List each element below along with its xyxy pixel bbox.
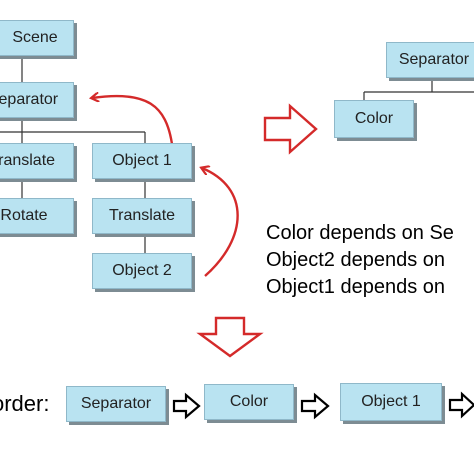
node-right-separator: Separator [386, 42, 474, 78]
dependency-line-3: Object1 depends on [266, 276, 446, 298]
node-translate-left: Translate [0, 143, 74, 179]
node-object2: Object 2 [92, 253, 192, 289]
red-arrow-object2-to-object1 [202, 168, 239, 277]
dependency-line-2: Object2 depends on [266, 249, 446, 271]
order-step-separator: Separator [66, 386, 166, 422]
node-translate-right: Translate [92, 198, 192, 234]
order-step-object1: Object 1 [340, 383, 442, 421]
node-rotate: Rotate [0, 198, 74, 234]
order-arrow-1 [172, 392, 201, 420]
node-scene: Scene [0, 20, 74, 56]
order-arrow-3 [448, 391, 474, 419]
dependency-line-1: Color depends on Se [266, 222, 454, 244]
order-step-color: Color [204, 384, 294, 420]
left-tree-connectors [0, 58, 146, 253]
red-arrow-object1-to-separator [92, 96, 174, 145]
hollow-arrow-right [263, 103, 318, 155]
order-label: order: [0, 391, 50, 416]
node-object1: Object 1 [92, 143, 192, 179]
hollow-arrow-down [196, 316, 264, 358]
right-tree-connectors [363, 80, 474, 100]
node-separator: Separator [0, 82, 74, 118]
node-right-color: Color [334, 100, 414, 138]
order-arrow-2 [300, 392, 330, 420]
